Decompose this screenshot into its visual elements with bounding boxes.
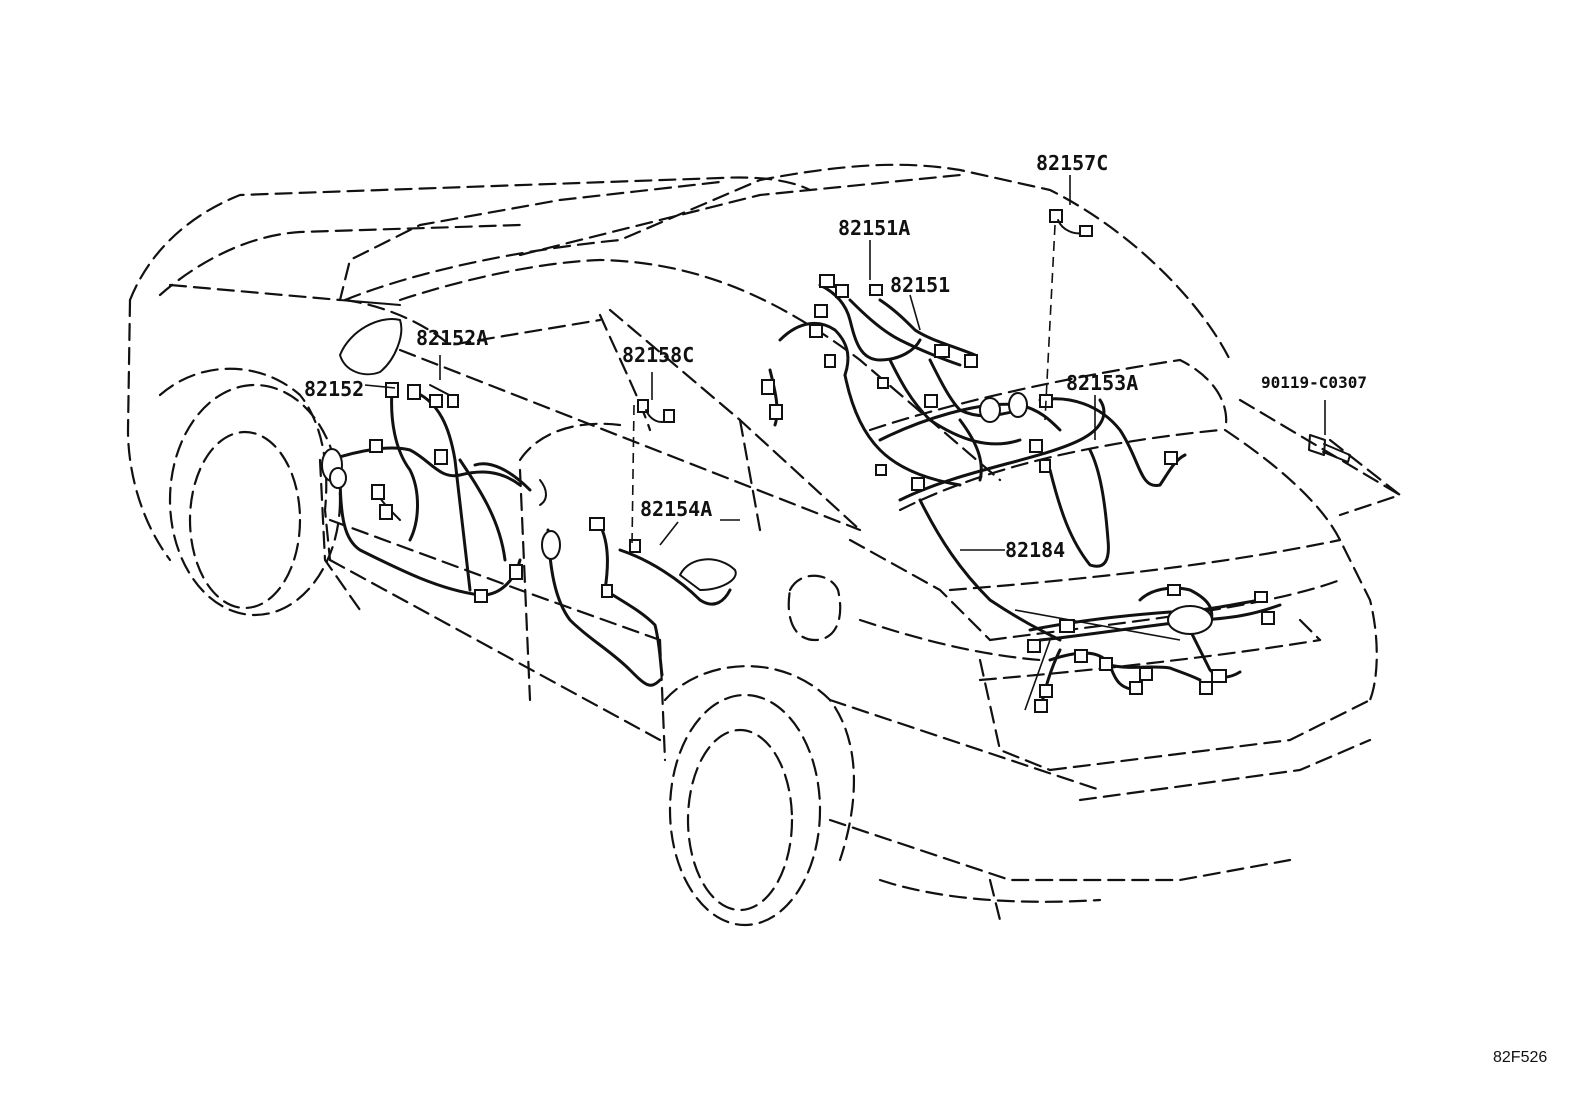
callout-82151: 82151: [890, 273, 950, 297]
callout-82157C: 82157C: [1036, 151, 1108, 175]
callout-82152A: 82152A: [416, 326, 488, 350]
callout-82153A: 82153A: [1066, 371, 1138, 395]
part-callouts: 82157C 82151A 82151 82152A 82152 82158C …: [304, 151, 1367, 562]
callout-90119-C0307: 90119-C0307: [1261, 373, 1367, 392]
leader-lines: [364, 175, 1326, 551]
callout-82154A: 82154A: [640, 497, 712, 521]
rear-bumper-harness: [1014, 584, 1282, 713]
callout-82184: 82184: [1005, 538, 1065, 562]
rear-door-harness: [541, 399, 737, 687]
figure-reference: 82F526: [1493, 1049, 1547, 1066]
vehicle-body-outline: [126, 163, 1402, 927]
callout-82152: 82152: [304, 377, 364, 401]
front-door-harness: [321, 382, 547, 603]
roof-harness: [761, 209, 1093, 487]
callout-82151A: 82151A: [838, 216, 910, 240]
bolt-part: [1308, 434, 1351, 463]
rear-hatch-harness: [875, 392, 1187, 642]
callout-82158C: 82158C: [622, 343, 694, 367]
